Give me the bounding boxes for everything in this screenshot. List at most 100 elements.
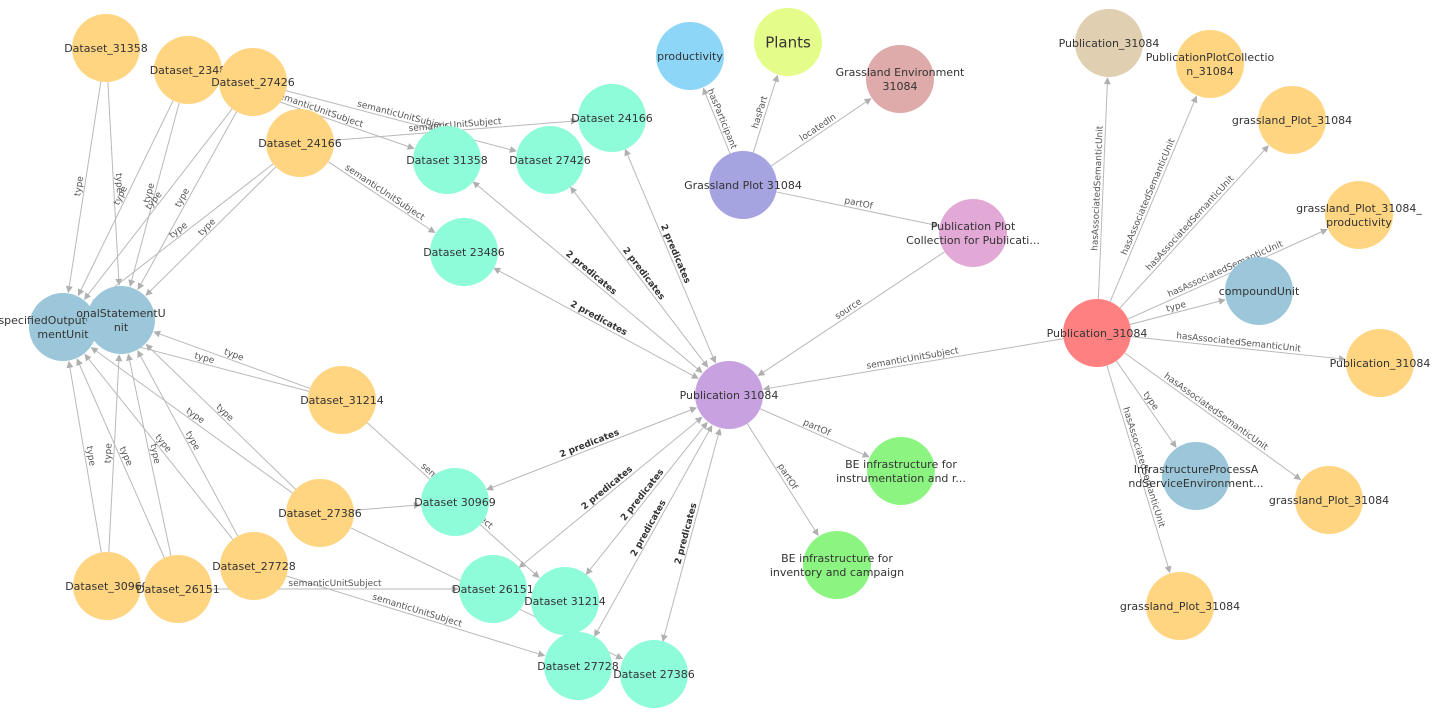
node-gplot[interactable]: Grassland Plot 31084 (684, 151, 802, 219)
node-pub_o[interactable]: Publication_31084 (1330, 329, 1431, 397)
node-circle[interactable] (544, 632, 612, 700)
node-ds26151o[interactable]: Dataset_26151 (136, 555, 220, 623)
edge-pubred-infra[interactable] (1115, 360, 1177, 448)
node-compound[interactable]: compoundUnit (1219, 257, 1300, 325)
node-ds27728t[interactable]: Dataset 27728 (537, 632, 619, 700)
node-circle[interactable] (754, 8, 822, 76)
node-ds31358o[interactable]: Dataset_31358 (64, 14, 148, 82)
node-ds24166o[interactable]: Dataset_24166 (258, 109, 342, 177)
edge-ds24166o-nsu[interactable] (145, 166, 277, 296)
edge-ds27728o-sosu[interactable] (84, 353, 234, 540)
node-ds26151t[interactable]: Dataset 26151 (452, 555, 534, 623)
node-ds2348o[interactable]: Dataset_2348 (150, 36, 227, 104)
node-ds27728o[interactable]: Dataset_27728 (212, 532, 296, 600)
node-circle[interactable] (1325, 181, 1393, 249)
edge-pubred-pub[interactable] (762, 338, 1064, 392)
edge-pubred-gpprod[interactable] (1127, 228, 1328, 320)
edge-ds27386o-ds30969t[interactable] (353, 501, 421, 511)
edge-ds27426o-sosu[interactable] (84, 108, 233, 300)
edge-pubred-pubbeige[interactable] (1097, 77, 1111, 300)
edge-ds26151o-sosu[interactable] (76, 358, 165, 559)
edge-ds30969t-pub[interactable] (486, 406, 698, 491)
edge-pub-beinv[interactable] (746, 423, 819, 537)
node-plants[interactable]: Plants (754, 8, 822, 76)
node-circle[interactable] (144, 555, 212, 623)
node-infra[interactable]: InfrastructureProcessAndServiceEnvironme… (1128, 442, 1264, 510)
node-circle[interactable] (1063, 299, 1131, 367)
node-circle[interactable] (1258, 86, 1326, 154)
edge-ds24166o-ds23486t[interactable] (328, 161, 436, 234)
node-ds31214t[interactable]: Dataset 31214 (524, 567, 606, 635)
edge-ds27386o-sosu[interactable] (90, 347, 293, 494)
edge-ds31214o-nsu[interactable] (153, 330, 311, 389)
node-gp2[interactable]: grassland_Plot_31084 (1269, 466, 1389, 534)
node-gp3[interactable]: grassland_Plot_31084 (1120, 572, 1240, 640)
edge-ppc-pub[interactable] (757, 251, 945, 377)
node-circle[interactable] (695, 361, 763, 429)
edge-pub-beinst[interactable] (759, 408, 870, 458)
edge-ds23486t-pub[interactable] (493, 267, 699, 379)
edge-pubred-gp3[interactable] (1106, 365, 1172, 574)
edge-ds31358o-sosu[interactable] (65, 81, 102, 294)
node-circle[interactable] (1225, 257, 1293, 325)
edge-gplot-ppc[interactable] (776, 191, 940, 228)
node-productivity[interactable]: productivity (656, 22, 724, 90)
edge-pubred-gp1[interactable] (1119, 145, 1269, 309)
node-circle[interactable] (219, 48, 287, 116)
node-gpprod[interactable]: grassland_Plot_31084_productivity (1296, 181, 1422, 249)
node-ds31214o[interactable]: Dataset_31214 (300, 366, 384, 434)
node-pubbeige[interactable]: Publication_31084 (1059, 9, 1160, 77)
node-ds27386t[interactable]: Dataset 27386 (613, 640, 695, 708)
edge-ds30969o-sosu[interactable] (66, 360, 102, 553)
node-circle[interactable] (266, 109, 334, 177)
edge-ds24166o-sosu[interactable] (90, 163, 274, 306)
node-ds27426t[interactable]: Dataset 27426 (509, 126, 591, 194)
node-circle[interactable] (308, 366, 376, 434)
edge-ds27386o-nsu[interactable] (145, 343, 296, 490)
node-circle[interactable] (1146, 572, 1214, 640)
node-circle[interactable] (803, 531, 871, 599)
edge-ds27426o-nsu[interactable] (137, 111, 237, 291)
node-circle[interactable] (220, 532, 288, 600)
node-circle[interactable] (1162, 442, 1230, 510)
edge-ds2348o-nsu[interactable] (128, 102, 180, 287)
node-ds30969t[interactable]: Dataset 30969 (414, 468, 496, 536)
node-circle[interactable] (620, 640, 688, 708)
node-circle[interactable] (531, 567, 599, 635)
node-ds23486t[interactable]: Dataset 23486 (423, 218, 505, 286)
node-circle[interactable] (1346, 329, 1414, 397)
node-circle[interactable] (459, 555, 527, 623)
node-circle[interactable] (286, 479, 354, 547)
node-pubred[interactable]: Publication_31084 (1047, 299, 1148, 367)
node-circle[interactable] (516, 126, 584, 194)
node-pub[interactable]: Publication 31084 (680, 361, 779, 429)
node-circle[interactable] (87, 286, 155, 354)
edge-ds26151o-nsu[interactable] (126, 353, 172, 556)
node-gp1[interactable]: grassland_Plot_31084 (1232, 86, 1352, 154)
node-circle[interactable] (867, 437, 935, 505)
node-ds31358t[interactable]: Dataset 31358 (406, 126, 488, 194)
edge-gplot-productivity[interactable] (702, 87, 731, 154)
node-circle[interactable] (29, 293, 97, 361)
node-circle[interactable] (1176, 30, 1244, 98)
node-circle[interactable] (578, 84, 646, 152)
edge-gplot-genv[interactable] (770, 98, 872, 167)
node-circle[interactable] (939, 199, 1007, 267)
node-circle[interactable] (413, 126, 481, 194)
node-ds30969o[interactable]: Dataset_30969 (65, 552, 149, 620)
edge-ds30969o-nsu[interactable] (108, 354, 123, 553)
edge-ds27386t-pub[interactable] (661, 428, 722, 642)
node-ds27426o[interactable]: Dataset_27426 (211, 48, 295, 116)
node-ds24166t[interactable]: Dataset 24166 (571, 84, 653, 152)
edge-pubred-compound[interactable] (1129, 297, 1226, 325)
node-circle[interactable] (1075, 9, 1143, 77)
edge-ds27426o-ds27426t[interactable] (285, 90, 517, 153)
edge-ds31358o-nsu[interactable] (107, 81, 123, 286)
node-circle[interactable] (154, 36, 222, 104)
edge-pubred-gp2[interactable] (1124, 352, 1302, 480)
edge-pubred-pub_o[interactable] (1130, 336, 1346, 363)
